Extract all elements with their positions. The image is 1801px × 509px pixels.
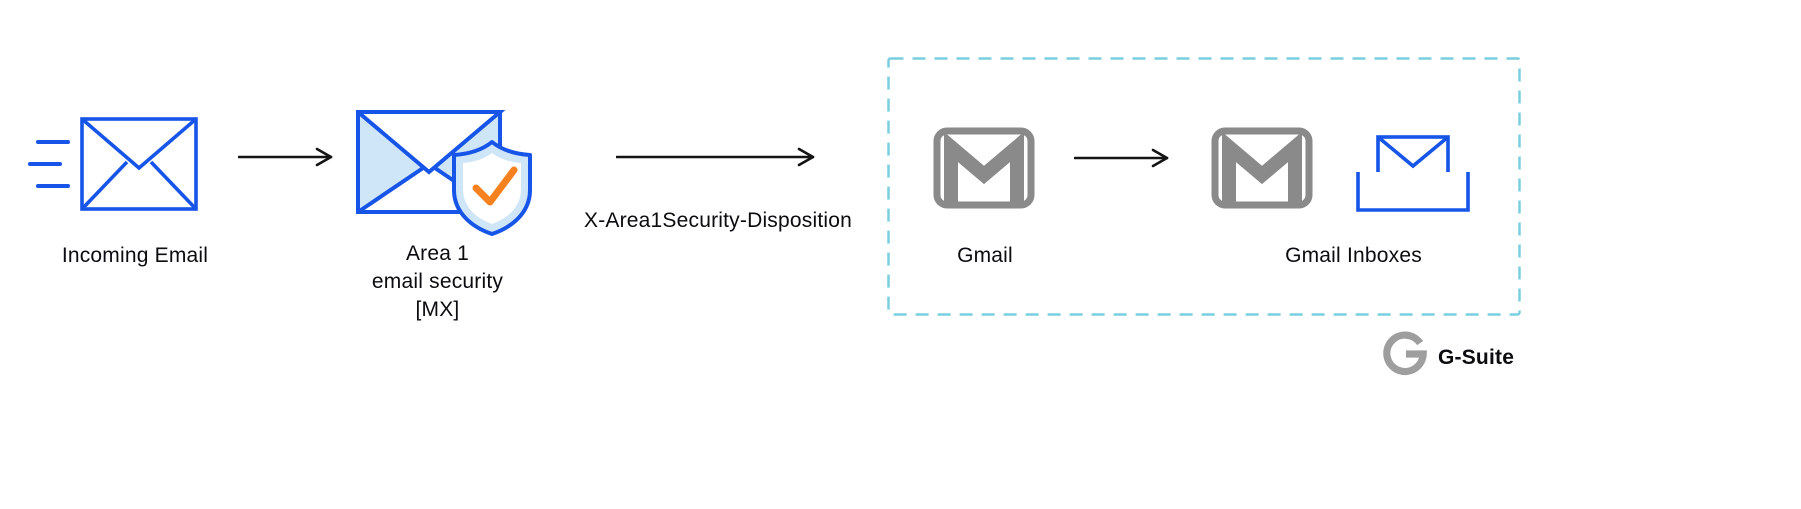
gmail-icon: [1211, 127, 1313, 209]
area1-label: Area 1 email security [MX]: [371, 242, 504, 321]
gmail-inboxes-label: Gmail Inboxes: [1285, 244, 1422, 267]
speed-lines-icon: [28, 140, 70, 188]
gmail-icon: [933, 127, 1035, 209]
inbox-envelope-icon: [1356, 135, 1470, 212]
google-g-icon: [1383, 331, 1427, 376]
gsuite-boundary-box: [887, 57, 1521, 316]
check-icon: [472, 166, 518, 206]
shield-check-icon: [452, 140, 532, 236]
incoming-email-envelope-icon: [28, 117, 198, 211]
incoming-email-label: Incoming Email: [61, 244, 209, 267]
arrow-gmail-to-inboxes: [1074, 148, 1169, 168]
gsuite-label: G-Suite: [1438, 346, 1515, 369]
gmail-label: Gmail: [957, 244, 1013, 267]
area1-envelope-shield-check-icon: [356, 110, 532, 236]
arrow-incoming-to-area1: [238, 147, 333, 167]
disposition-header-label: X-Area1Security-Disposition: [583, 209, 852, 232]
arrow-area1-to-gmail: [616, 147, 815, 167]
